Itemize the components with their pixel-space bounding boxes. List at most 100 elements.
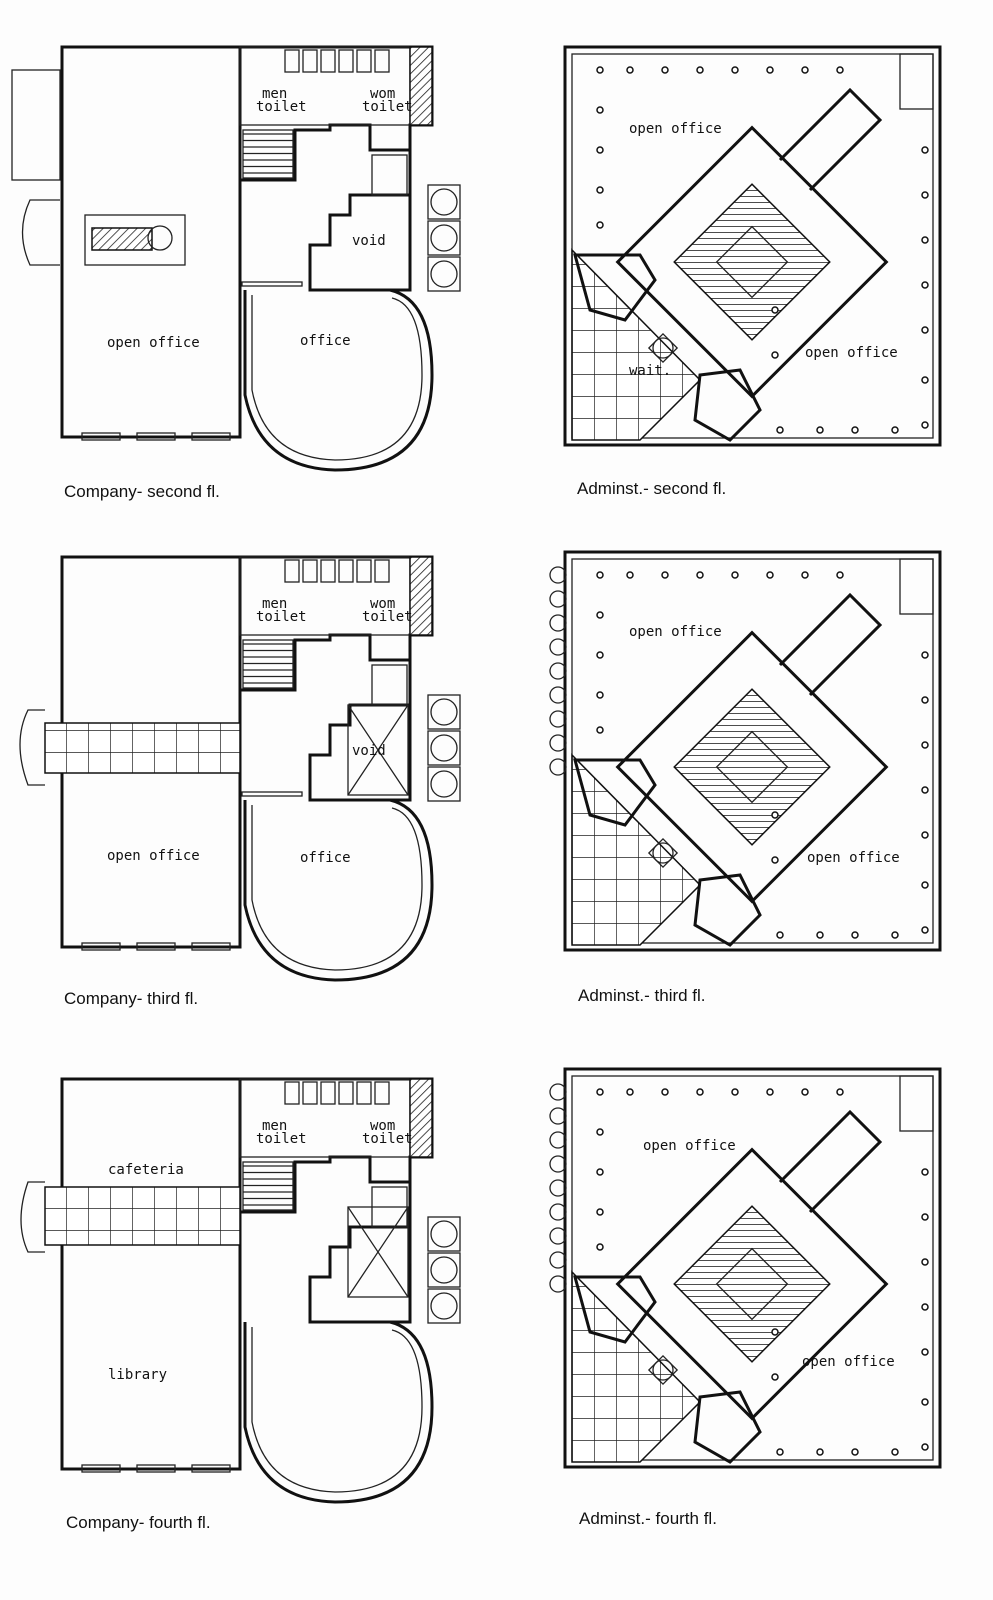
column bbox=[596, 186, 604, 194]
plan-caption: Company- fourth fl. bbox=[66, 1513, 211, 1532]
column bbox=[771, 1373, 779, 1381]
column bbox=[816, 931, 824, 939]
toilet-stall bbox=[356, 559, 372, 583]
column bbox=[696, 1088, 704, 1096]
column bbox=[921, 831, 929, 839]
planter bbox=[549, 638, 567, 656]
column bbox=[776, 426, 784, 434]
toilet-stall bbox=[374, 1081, 390, 1105]
company-third-floor-plan: men toilet wom toilet void open office o… bbox=[19, 555, 461, 1008]
column bbox=[921, 146, 929, 154]
planter bbox=[549, 1083, 567, 1101]
column bbox=[921, 926, 929, 934]
room-label: toilet bbox=[362, 609, 413, 625]
toilet-stall bbox=[356, 1081, 372, 1105]
curved-office-inner bbox=[251, 1327, 423, 1493]
stair-north bbox=[573, 253, 657, 322]
service-core-wall bbox=[240, 1077, 434, 1324]
service-core-wall bbox=[240, 555, 434, 802]
toilet-stall bbox=[320, 49, 336, 73]
fan-unit bbox=[427, 1288, 461, 1324]
column bbox=[921, 1443, 929, 1451]
stair-north bbox=[573, 758, 657, 827]
column bbox=[891, 426, 899, 434]
stair-south bbox=[693, 368, 762, 442]
column bbox=[766, 66, 774, 74]
column bbox=[731, 571, 739, 579]
column bbox=[921, 326, 929, 334]
toilets bbox=[899, 1075, 934, 1132]
toilet-stall bbox=[284, 1081, 300, 1105]
void-cross bbox=[347, 1206, 409, 1298]
column bbox=[921, 236, 929, 244]
fountain-star bbox=[647, 837, 679, 869]
column bbox=[921, 1348, 929, 1356]
outer-wall bbox=[563, 45, 942, 447]
column bbox=[771, 306, 779, 314]
planter bbox=[549, 686, 567, 704]
void-cross bbox=[347, 704, 409, 796]
column bbox=[771, 351, 779, 359]
window bbox=[191, 1464, 231, 1473]
fan-unit bbox=[427, 1252, 461, 1288]
fan-icon bbox=[430, 1256, 458, 1284]
column bbox=[776, 1448, 784, 1456]
column bbox=[596, 611, 604, 619]
planter bbox=[549, 734, 567, 752]
room-label: open office bbox=[629, 121, 722, 137]
column bbox=[596, 1243, 604, 1251]
fan-icon bbox=[430, 224, 458, 252]
column bbox=[851, 426, 859, 434]
curved-office-wall bbox=[243, 798, 434, 982]
room-label: toilet bbox=[256, 609, 307, 625]
fan-icon bbox=[430, 1292, 458, 1320]
planter bbox=[549, 758, 567, 776]
planter bbox=[549, 1275, 567, 1293]
window bbox=[81, 942, 121, 951]
room-label: library bbox=[108, 1367, 167, 1383]
corridor bbox=[778, 1109, 883, 1214]
room-label: cafeteria bbox=[108, 1162, 184, 1178]
left-wing-wall bbox=[60, 45, 242, 439]
fan-unit bbox=[427, 766, 461, 802]
column bbox=[921, 281, 929, 289]
column bbox=[921, 651, 929, 659]
fountain-star bbox=[647, 332, 679, 364]
adminst-fourth-floor-plan: open office open office Adminst.- fourth… bbox=[549, 1067, 942, 1528]
room-label: wait. bbox=[629, 363, 671, 379]
company-second-floor-plan: men toilet wom toilet void open office o… bbox=[11, 45, 461, 501]
column bbox=[836, 571, 844, 579]
stair-south bbox=[693, 873, 762, 947]
column bbox=[596, 66, 604, 74]
column bbox=[696, 66, 704, 74]
planter bbox=[549, 1107, 567, 1125]
column bbox=[661, 571, 669, 579]
curved-office-wall bbox=[243, 1320, 434, 1504]
central-core bbox=[615, 125, 889, 399]
bay bbox=[20, 1181, 45, 1253]
curved-office-inner bbox=[251, 805, 423, 971]
toilet-stall bbox=[374, 49, 390, 73]
left-wing-wall bbox=[60, 1077, 242, 1471]
column bbox=[731, 66, 739, 74]
atrium-center bbox=[715, 730, 789, 804]
adminst-second-floor-plan: open office open office wait. Adminst.- … bbox=[563, 45, 942, 498]
planter bbox=[549, 710, 567, 728]
corridor bbox=[778, 87, 883, 192]
central-core bbox=[615, 1147, 889, 1421]
stair-north bbox=[573, 1275, 657, 1344]
column bbox=[921, 1303, 929, 1311]
column bbox=[816, 1448, 824, 1456]
column bbox=[921, 376, 929, 384]
bay bbox=[21, 199, 60, 266]
corridor bbox=[778, 592, 883, 697]
corner-terrace bbox=[571, 1270, 702, 1463]
outer-wall bbox=[563, 550, 942, 952]
column bbox=[776, 931, 784, 939]
shaft bbox=[409, 556, 433, 636]
window bbox=[136, 432, 176, 441]
room-label: toilet bbox=[256, 1131, 307, 1147]
inner-wall bbox=[571, 1075, 934, 1461]
plan-caption: Adminst.- second fl. bbox=[577, 479, 726, 498]
